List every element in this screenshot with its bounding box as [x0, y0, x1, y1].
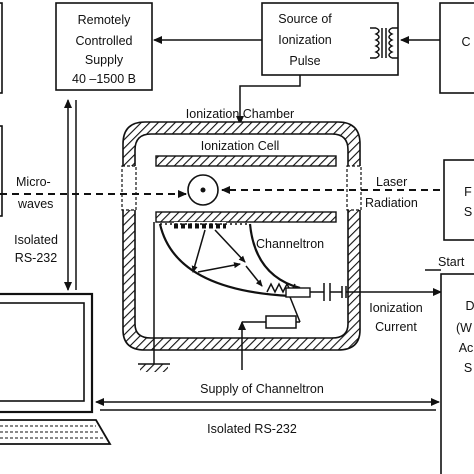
ionization-pulse-block: Source of Ionization Pulse — [261, 2, 399, 76]
isolated-bottom-label: Isolated RS-232 — [207, 422, 297, 436]
computer-icon — [0, 292, 112, 445]
ionization-cell-label: Ionization Cell — [201, 139, 280, 153]
right-top-block: C — [439, 2, 474, 94]
ion-current-label-1: Ionization — [369, 301, 423, 315]
remote-supply-line4: 40 –1500 B — [72, 72, 136, 86]
left-mid-block — [0, 125, 3, 217]
ionization-chamber — [121, 121, 362, 351]
right-bottom-label-2: (W — [456, 321, 472, 335]
right-bottom-block: D (W Ac S — [440, 273, 474, 474]
right-bottom-label-1: D — [465, 299, 474, 313]
remote-supply-line3: Supply — [85, 53, 124, 67]
capacitor — [310, 283, 347, 301]
ionization-point — [200, 187, 206, 193]
pulse-line1: Source of — [278, 12, 332, 26]
isolated-label-2: RS-232 — [15, 251, 57, 265]
pulse-line3: Pulse — [289, 54, 320, 68]
left-window — [121, 165, 137, 211]
anode — [285, 287, 311, 298]
remote-supply-block: Remotely Controlled Supply 40 –1500 B — [55, 2, 153, 91]
left-top-block — [0, 2, 3, 94]
right-mid-label-1: F — [464, 185, 472, 199]
microwaves-label-2: waves — [17, 197, 53, 211]
upper-electrode — [155, 155, 337, 167]
remote-supply-line1: Remotely — [78, 13, 132, 27]
channeltron — [158, 223, 311, 298]
right-mid-label-2: S — [464, 205, 472, 219]
remote-supply-line2: Controlled — [76, 34, 133, 48]
resistor — [265, 315, 297, 329]
microwaves-label-1: Micro- — [16, 175, 51, 189]
laser-label-2: Radiation — [365, 196, 418, 210]
pulse-to-chamber-line — [236, 75, 301, 125]
ionization-chamber-label: Ionization Chamber — [186, 107, 294, 121]
right-top-label: C — [461, 35, 470, 49]
ion-trajectories — [191, 229, 263, 287]
laser-label-1: Laser — [376, 175, 407, 189]
ion-current-label-2: Current — [375, 320, 417, 334]
channeltron-supply-circuit — [238, 296, 301, 370]
isolated-label-1: Isolated — [14, 233, 58, 247]
pulse-line2: Ionization — [278, 33, 332, 47]
right-window — [346, 165, 362, 211]
ground-icon — [138, 222, 170, 372]
right-bottom-label-4: S — [464, 361, 472, 375]
start-label: Start — [438, 255, 465, 269]
right-bottom-label-3: Ac — [459, 341, 474, 355]
supply-channeltron-label: Supply of Channeltron — [200, 382, 324, 396]
lower-electrode — [155, 211, 337, 223]
right-mid-block: F S — [443, 159, 474, 241]
channeltron-label: Channeltron — [256, 237, 324, 251]
transformer-icon — [370, 27, 398, 59]
electrode-grid — [174, 222, 226, 230]
